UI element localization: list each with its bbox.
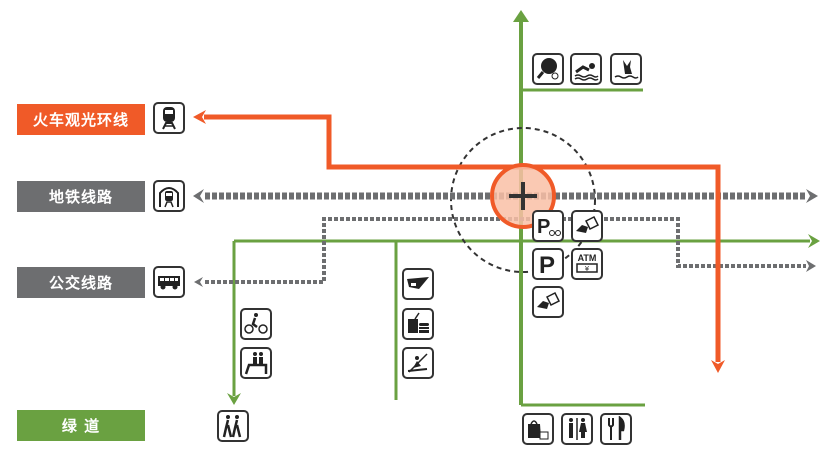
svg-text:P: P [539,252,555,277]
legend-subway-label: 地铁线路 [17,181,145,212]
svg-text:P: P [537,216,550,238]
train-left-arrow [193,110,206,124]
kayak-icon [402,347,434,379]
greenway-right-arrow [808,234,820,248]
bus-icon [153,266,185,298]
train-down-arrow [711,360,725,373]
table-tennis-icon [532,53,564,85]
rest-seat-icon [240,347,272,379]
fast-food-icon [402,308,434,340]
cycling-icon [240,308,272,340]
atm-text: ATM [578,253,597,263]
ticket-icon [532,286,564,318]
swimming-icon [570,53,602,85]
greenway-lines [227,10,820,407]
water-sports-icon [610,53,642,85]
subway-left-arrow [193,189,204,203]
train-icon [153,102,185,134]
restaurant-icon [600,413,632,445]
subway-right-arrow [806,189,818,203]
shopping-icon [522,413,554,445]
greenway-down-arrow [227,393,241,405]
bus-right-arrow [806,260,816,272]
walking-radius-circle [450,127,596,273]
legend-train-loop-label: 火车观光环线 [17,104,145,135]
subway-line [193,189,818,203]
greenway-top-arrow [513,10,529,22]
bus-left-arrow [194,277,203,287]
atm-currency: ¥ [585,265,590,273]
atm-icon: ATM ¥ [571,248,603,280]
restroom-icon [561,413,593,445]
car-parking-icon: P [532,248,564,280]
legend-greenway-label: 绿 道 [17,410,145,441]
bike-parking-icon: P [532,210,564,242]
hiking-icon [217,410,249,442]
ticket-icon [571,210,603,242]
observation-icon [402,268,434,300]
bus-line [205,217,806,284]
train-loop-line [193,110,725,373]
legend-bus-label: 公交线路 [17,267,145,298]
subway-icon [153,180,185,212]
